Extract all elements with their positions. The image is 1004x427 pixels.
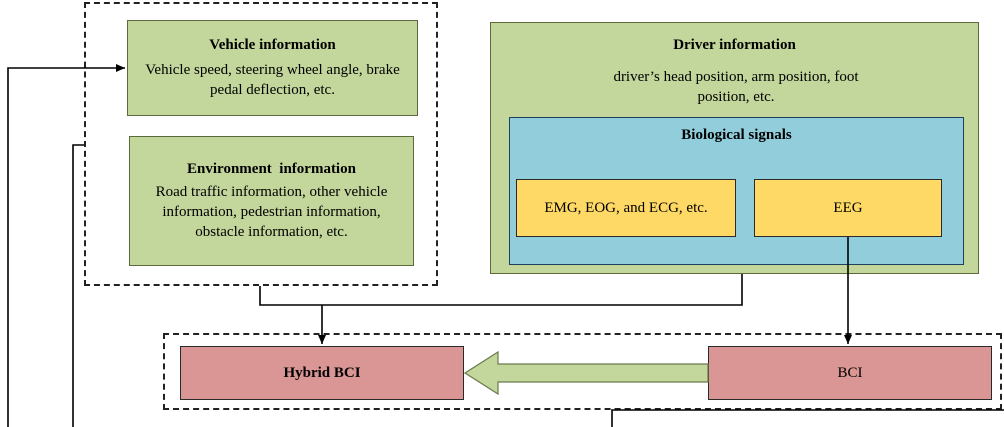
emg-eog-ecg-box: EMG, EOG, and ECG, etc. bbox=[516, 179, 736, 237]
biological-signals-title: Biological signals bbox=[681, 127, 792, 143]
vehicle-information-text: Vehicle speed, steering wheel angle, bra… bbox=[145, 61, 400, 98]
bci-label: BCI bbox=[837, 365, 863, 381]
eeg-box: EEG bbox=[754, 179, 942, 237]
environment-information-title: Environment information bbox=[187, 160, 356, 177]
vehicle-information-box: Vehicle information Vehicle speed, steer… bbox=[127, 20, 418, 116]
driver-information-text: driver’s head position, arm position, fo… bbox=[613, 69, 859, 105]
hybrid-bci-box: Hybrid BCI bbox=[180, 346, 464, 400]
feedback-line-environment bbox=[72, 144, 84, 427]
bci-to-hybrid-block-arrow bbox=[463, 350, 709, 396]
output-line bbox=[611, 409, 1004, 427]
feedback-line-vehicle bbox=[7, 64, 125, 427]
hybrid-bci-label: Hybrid BCI bbox=[283, 364, 361, 381]
environment-information-text: Road traffic information, other vehicle … bbox=[155, 183, 388, 240]
bci-box: BCI bbox=[708, 346, 992, 400]
merge-line bbox=[259, 274, 743, 306]
eeg-label: EEG bbox=[833, 200, 863, 216]
vehicle-environment-group bbox=[84, 2, 438, 286]
driver-information-title: Driver information bbox=[673, 37, 796, 53]
bci-group bbox=[163, 333, 1002, 410]
emg-eog-ecg-label: EMG, EOG, and ECG, etc. bbox=[544, 200, 708, 216]
vehicle-information-title: Vehicle information bbox=[209, 36, 336, 53]
environment-information-box: Environment information Road traffic inf… bbox=[129, 136, 414, 266]
